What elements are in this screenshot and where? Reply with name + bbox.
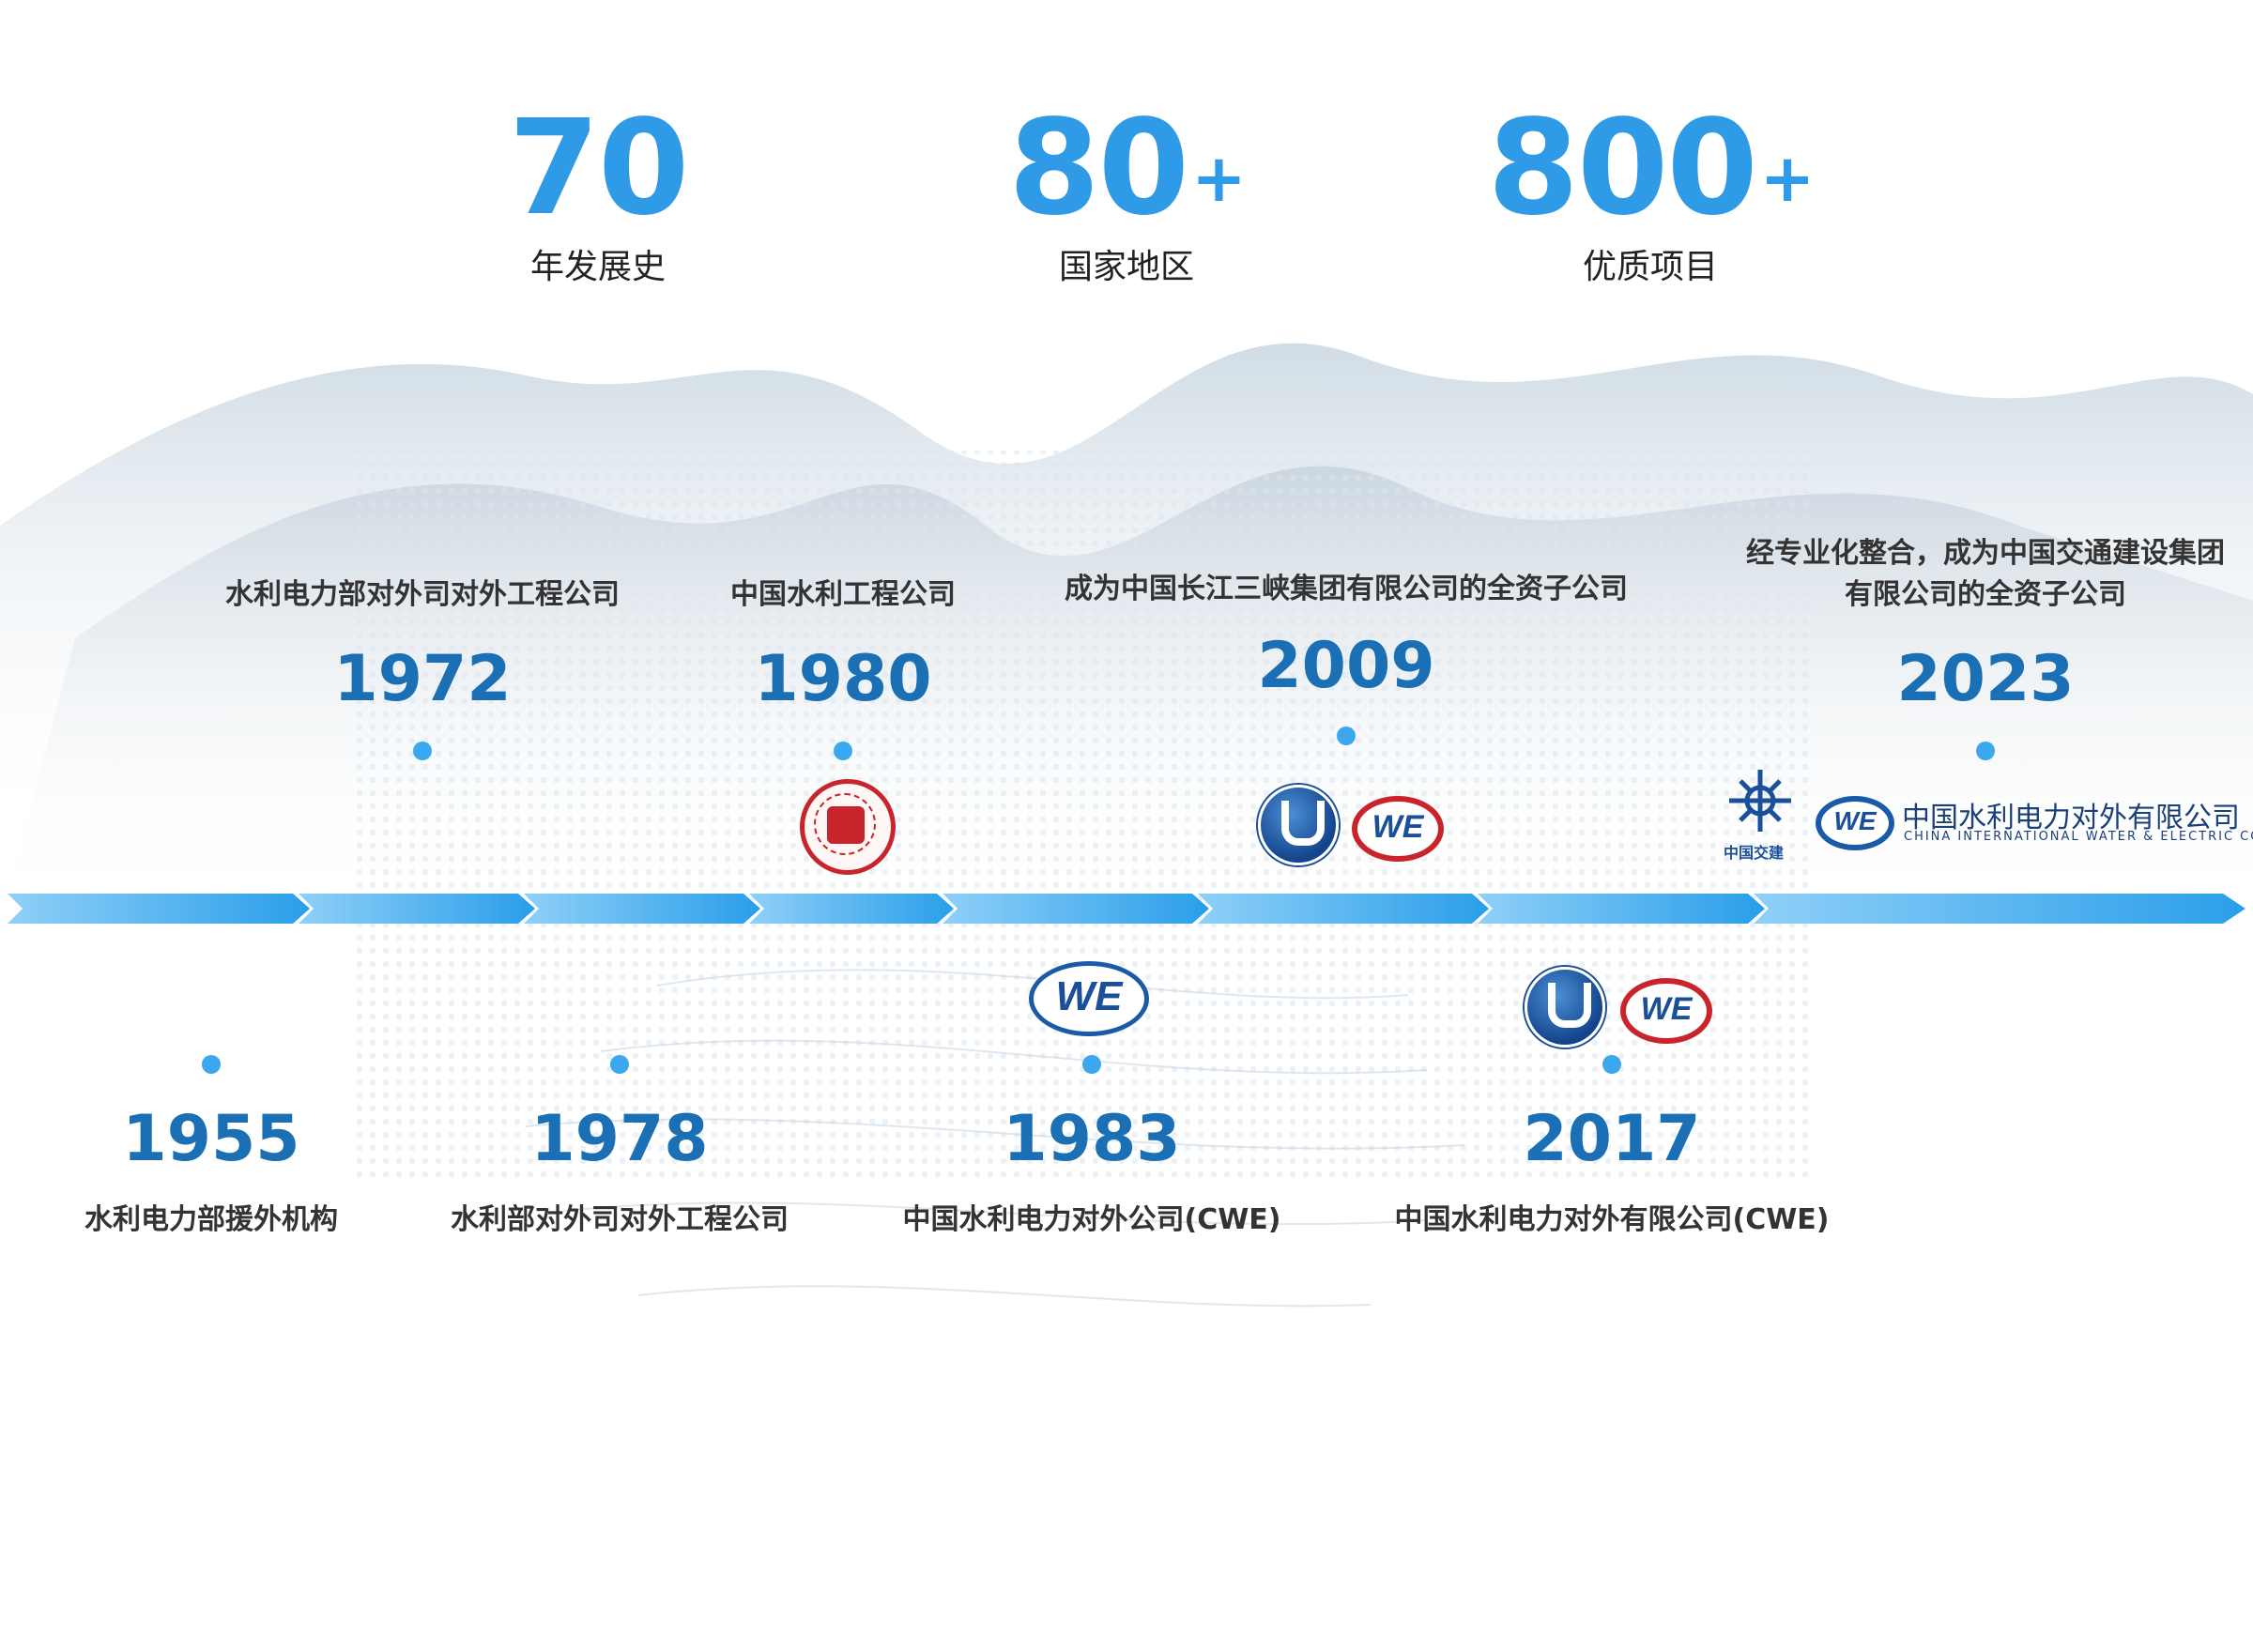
milestone-1983-desc: 中国水利电力对外公司(CWE) (902, 1203, 1281, 1236)
milestone-2023-dot (1976, 742, 1995, 760)
stat-countries: 80+ 国家地区 (939, 94, 1314, 291)
cwe-logo-english: CHINA INTERNATIONAL WATER & ELECTRIC COR… (1904, 830, 2253, 844)
milestone-1983-dot (1082, 1055, 1101, 1074)
stat-years-label: 年发展史 (529, 248, 666, 286)
milestone-1978-desc: 水利部对外司对外工程公司 (451, 1203, 789, 1236)
stat-years-value: 70 (508, 92, 690, 245)
milestone-2009-year: 2009 (1257, 629, 1435, 703)
milestone-1978-year: 1978 (530, 1102, 709, 1176)
milestone-2009-desc: 成为中国长江三峡集团有限公司的全资子公司 (1065, 573, 1628, 605)
cwe-logo-name: 中国水利电力对外有限公司 (1902, 802, 2240, 834)
milestone-2017-desc: 中国水利电力对外有限公司(CWE) (1394, 1203, 1830, 1236)
milestone-1955-dot (202, 1055, 221, 1074)
milestone-2023-desc-line2: 有限公司的全资子公司 (1845, 578, 2126, 611)
milestone-2009-dot (1337, 727, 1356, 745)
stat-years: 70 年发展史 (410, 94, 786, 291)
milestone-1978-dot (610, 1055, 629, 1074)
cwe-1983-logo: WE (1029, 961, 1149, 1036)
three-gorges-logo (1258, 785, 1339, 865)
milestone-1972-year: 1972 (333, 642, 512, 716)
milestone-2023-year: 2023 (1896, 642, 2075, 716)
we-2017-logo: WE (1620, 978, 1712, 1044)
cccc-logo-text: 中国交建 (1724, 844, 1785, 862)
milestone-2023-desc-line1: 经专业化整合，成为中国交通建设集团 (1746, 537, 2225, 570)
milestone-1972-dot (413, 742, 432, 760)
milestone-1980-year: 1980 (754, 642, 932, 716)
stat-projects-value: 800+ (1487, 92, 1816, 245)
milestone-1972-desc: 水利电力部对外司对外工程公司 (225, 578, 620, 611)
seal-logo (800, 779, 896, 875)
milestone-1980-dot (834, 742, 852, 760)
we-logo: WE (1352, 796, 1444, 862)
three-gorges-2017-logo (1525, 967, 1605, 1048)
stat-countries-label: 国家地区 (1058, 248, 1194, 286)
cwe-logo-icon: WE (1816, 796, 1894, 850)
stat-countries-value: 80+ (1008, 92, 1247, 245)
milestone-2017-year: 2017 (1523, 1102, 1701, 1176)
stat-projects-plus: + (1759, 140, 1816, 217)
milestone-1980-desc: 中国水利工程公司 (730, 578, 956, 611)
milestone-1955-desc: 水利电力部援外机构 (84, 1203, 338, 1236)
milestone-1955-year: 1955 (122, 1102, 300, 1176)
milestone-2023-desc: 经专业化整合，成为中国交通建设集团 有限公司的全资子公司 (1746, 533, 2225, 616)
milestone-2017-dot (1602, 1055, 1621, 1074)
stat-projects-label: 优质项目 (1582, 248, 1718, 286)
milestone-1983-year: 1983 (1003, 1102, 1181, 1176)
stat-countries-plus: + (1191, 140, 1247, 217)
cccc-logo-icon (1729, 770, 1791, 832)
stat-projects: 800+ 优质项目 (1463, 94, 1838, 291)
